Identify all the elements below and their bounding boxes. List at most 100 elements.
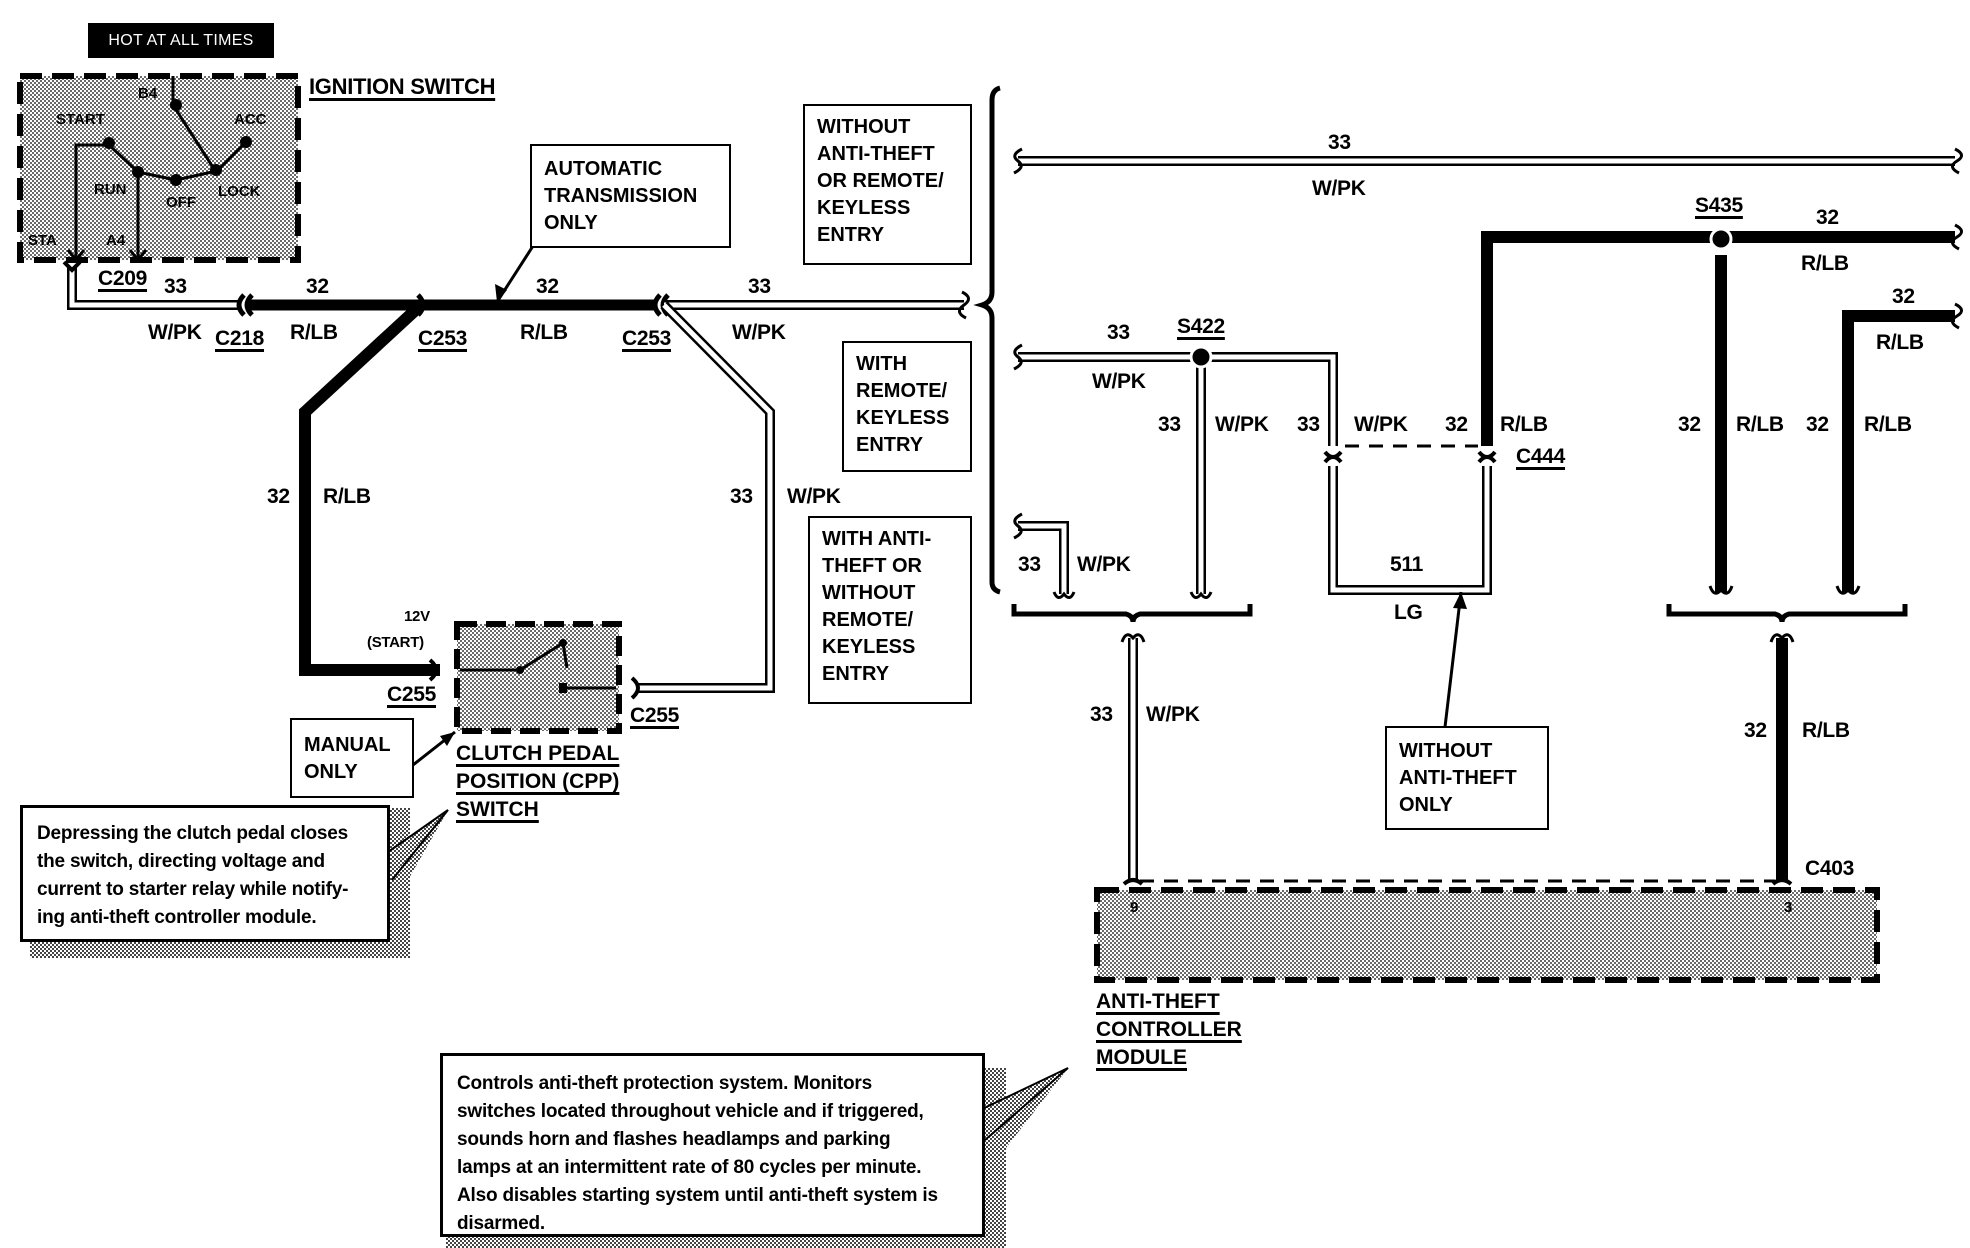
callout-line: ing anti-theft controller module. (37, 907, 317, 928)
splice-s422-label: S422 (1177, 315, 1225, 338)
note-line: KEYLESS (856, 407, 950, 429)
connector-c255-left-label: C255 (387, 683, 437, 706)
note-line: ANTI-THEFT (817, 143, 935, 165)
connector-c209-label: C209 (98, 267, 148, 290)
wire-33-wpk-from-cpp (630, 301, 775, 700)
module-title-line: CONTROLLER (1096, 1018, 1242, 1041)
leader-arrowheads (440, 284, 1467, 746)
callout-line: disarmed. (457, 1213, 545, 1234)
wire-label-32: 32 (536, 275, 559, 298)
note-line: ANTI-THEFT (1399, 767, 1517, 789)
wire-32-rlb-second (1842, 310, 1955, 592)
note-line: ONLY (1399, 794, 1453, 816)
note-manual-only: MANUAL ONLY (290, 718, 414, 798)
anti-theft-module-title: ANTI-THEFT CONTROLLER MODULE (1096, 988, 1242, 1072)
splice-s435-label: S435 (1695, 194, 1743, 217)
module-callout-tail (980, 1068, 1068, 1175)
wire-33-wpk-to-module (1120, 633, 1146, 882)
note-line: KEYLESS (822, 636, 916, 658)
cpp-input-condition: (START) (367, 634, 424, 651)
left-brace (1011, 604, 1253, 623)
ignition-pos-run: RUN (94, 181, 127, 198)
wire-label-rlb: R/LB (1736, 413, 1784, 436)
ignition-switch-title: IGNITION SWITCH (309, 74, 496, 99)
wire-label-rlb: R/LB (1876, 331, 1924, 354)
connector-c253-right-label: C253 (622, 327, 672, 350)
wire-label-32: 32 (1816, 206, 1839, 229)
note-line: THEFT OR (822, 555, 922, 577)
wire-label-32: 32 (1744, 719, 1767, 742)
cpp-input-voltage: 12V (404, 608, 430, 625)
callout-line: current to starter relay while notify- (37, 879, 349, 900)
wire-label-33: 33 (748, 275, 771, 298)
wire-label-wpk: W/PK (1312, 177, 1366, 200)
connector-c255-right-label: C255 (630, 704, 680, 727)
wire-label-33: 33 (1018, 553, 1041, 576)
module-title-line: ANTI-THEFT (1096, 990, 1220, 1013)
wire-33-wpk-top (1013, 147, 1963, 175)
note-line: WITH (856, 353, 908, 375)
callout-line: the switch, directing voltage and (37, 851, 325, 872)
cpp-title-line: POSITION (CPP) (456, 770, 620, 793)
note-with-anti-theft-or-without-rke: WITH ANTI- THEFT OR WITHOUT REMOTE/ KEYL… (808, 516, 972, 704)
wire-label-32: 32 (1445, 413, 1468, 436)
note-with-rke: WITH REMOTE/ KEYLESS ENTRY (842, 341, 972, 472)
wire-33-wpk-small (1013, 512, 1076, 599)
wire-label-33: 33 (1107, 321, 1130, 344)
wire-32-rlb-s435 (1481, 231, 1955, 446)
note-line: OR REMOTE/ (817, 170, 944, 192)
ignition-terminal-b4: B4 (138, 85, 158, 102)
wire-label-rlb: R/LB (1802, 719, 1850, 742)
note-line: ONLY (544, 212, 598, 234)
note-line: REMOTE/ (856, 380, 948, 402)
cpp-title-line: CLUTCH PEDAL (456, 742, 620, 765)
connector-c253-left-label: C253 (418, 327, 468, 350)
note-line: ENTRY (856, 434, 924, 456)
wire-label-wpk: W/PK (1077, 553, 1131, 576)
wire-label-32: 32 (1678, 413, 1701, 436)
wire-label-32: 32 (1892, 285, 1915, 308)
wire-label-33: 33 (1158, 413, 1181, 436)
clutch-callout: Depressing the clutch pedal closes the s… (20, 805, 390, 942)
note-automatic-transmission-only: AUTOMATIC TRANSMISSION ONLY (530, 144, 731, 248)
wire-label-rlb: R/LB (1801, 252, 1849, 275)
wire-label-wpk: W/PK (1092, 370, 1146, 393)
note-line: KEYLESS (817, 197, 911, 219)
callout-line: switches located throughout vehicle and … (457, 1101, 924, 1122)
note-line: WITHOUT (1399, 740, 1493, 762)
connector-c444-label: C444 (1516, 445, 1566, 468)
wire-label-rlb: R/LB (323, 485, 371, 508)
module-title-line: MODULE (1096, 1046, 1187, 1069)
cpp-title-line: SWITCH (456, 798, 539, 821)
wire-label-32: 32 (1806, 413, 1829, 436)
ignition-pos-start: START (56, 111, 105, 128)
note-line: ONLY (304, 761, 358, 783)
wire-32-rlb-to-cpp (299, 300, 440, 676)
wire-label-wpk: W/PK (732, 321, 786, 344)
right-brace (1666, 604, 1908, 623)
note-line: TRANSMISSION (544, 185, 698, 207)
connector-c218-label: C218 (215, 327, 265, 350)
callout-line: sounds horn and flashes headlamps and pa… (457, 1129, 891, 1150)
wire-label-511: 511 (1390, 553, 1423, 576)
ignition-pos-lock: LOCK (218, 183, 261, 200)
wire-511-lg (1328, 466, 1492, 595)
module-callout: Controls anti-theft protection system. M… (440, 1053, 985, 1237)
wire-label-wpk: W/PK (1146, 703, 1200, 726)
wire-label-33: 33 (730, 485, 753, 508)
module-pin-9: 9 (1130, 899, 1139, 916)
hot-at-all-times-badge: HOT AT ALL TIMES (88, 23, 274, 58)
wire-33-wpk-c209 (62, 260, 238, 310)
callout-line: lamps at an intermittent rate of 80 cycl… (457, 1157, 922, 1178)
connector-c255-left-symbol (428, 658, 438, 682)
wire-label-rlb: R/LB (1864, 413, 1912, 436)
anti-theft-module-box (1094, 887, 1880, 983)
wire-33-wpk-to-bracket (664, 290, 970, 320)
note-line: AUTOMATIC (544, 158, 663, 180)
ignition-pos-acc: ACC (234, 111, 267, 128)
clutch-callout-tail (388, 810, 448, 908)
ignition-contact-dots (103, 99, 252, 186)
wire-label-wpk: W/PK (787, 485, 841, 508)
note-line: ENTRY (822, 663, 890, 685)
note-line: WITHOUT (817, 116, 911, 138)
